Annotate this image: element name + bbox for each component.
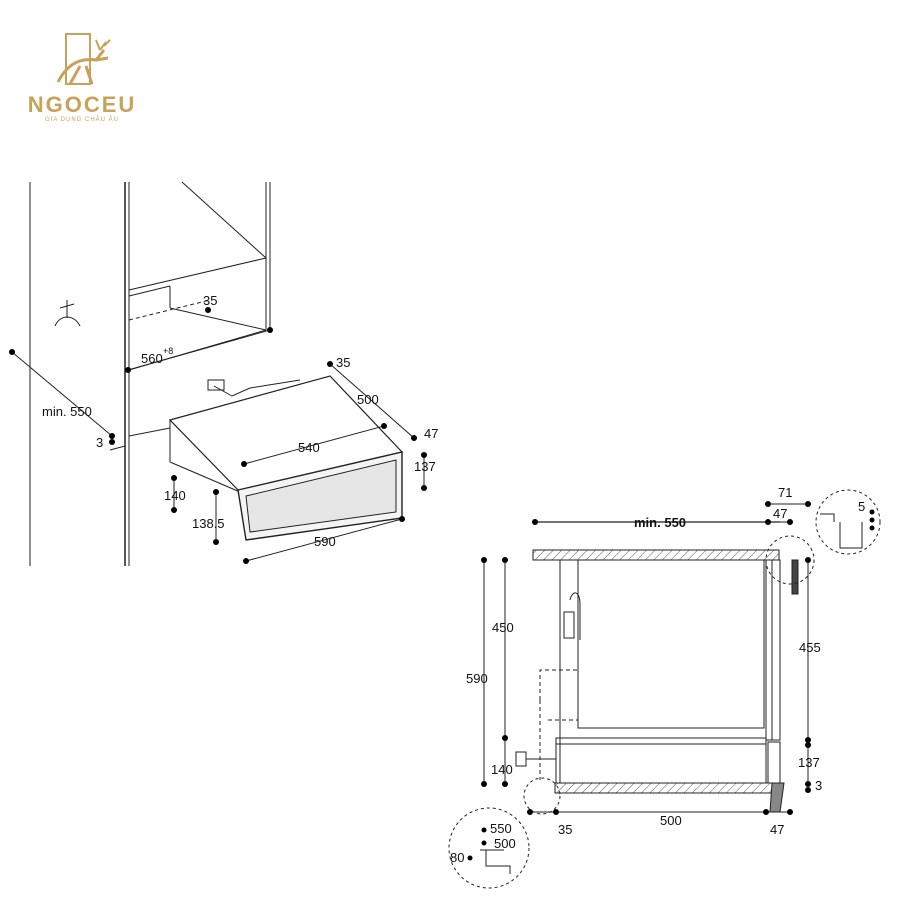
brand-logo-emblem — [56, 33, 111, 85]
shelf-back-edge — [128, 257, 267, 291]
label-140-right: 140 — [491, 762, 513, 777]
label-590-left: 590 — [314, 534, 336, 549]
label-min550-left: min. 550 — [42, 404, 92, 419]
label-560: 560 — [141, 351, 163, 366]
drawer-bottom-left — [169, 461, 241, 493]
power-cable — [213, 379, 301, 397]
drawer-handle — [769, 782, 785, 813]
shelf-front-edge — [128, 285, 171, 297]
label-450: 450 — [492, 620, 514, 635]
cable-hook — [569, 592, 581, 640]
left-dim-labels: 35 560 +8 35 500 min. 550 3 540 47 137 1… — [42, 293, 438, 549]
hook-bracket — [563, 611, 575, 639]
label-detail-550: 550 — [490, 821, 512, 836]
niche-back-line — [169, 307, 267, 331]
lower-shelf — [554, 782, 780, 794]
detail-circle-bottom — [448, 807, 530, 889]
brand-logo-tagline: GIA DỤNG CHÂU ÂU — [44, 117, 119, 123]
label-47-top: 47 — [773, 506, 787, 521]
drawer-front — [767, 741, 781, 784]
brand-logo-name: NGOCEU — [27, 92, 137, 117]
left-isometric-view — [11, 181, 425, 566]
dim-line-590 — [245, 518, 403, 562]
cable-route — [539, 669, 578, 780]
detail-ref-top — [765, 535, 815, 585]
floor-line-2 — [109, 445, 126, 451]
front-trim — [791, 559, 799, 595]
label-min550-right: min. 550 — [634, 515, 686, 530]
label-detail-80: 80 — [450, 850, 464, 865]
detail-ref-bottom — [523, 777, 561, 815]
socket-symbol — [54, 300, 81, 327]
appliance-front — [765, 559, 781, 741]
detail-top-shape — [820, 513, 863, 549]
label-500-bottom: 500 — [660, 813, 682, 828]
dim-line-560 — [127, 329, 271, 371]
appliance-body — [577, 559, 765, 729]
label-455: 455 — [799, 640, 821, 655]
label-560-sup: +8 — [163, 346, 173, 356]
label-47-bottom: 47 — [770, 822, 784, 837]
cabinet-top-edge — [181, 181, 267, 259]
label-35-right: 35 — [336, 355, 350, 370]
label-590-right: 590 — [466, 671, 488, 686]
dim-line-500 — [329, 363, 415, 439]
label-5: 5 — [858, 499, 865, 514]
socket — [515, 751, 527, 767]
label-540: 540 — [298, 440, 320, 455]
label-71: 71 — [778, 485, 792, 500]
label-35-bottom: 35 — [558, 822, 572, 837]
right-section-view — [448, 489, 881, 889]
drawer-front-inset — [245, 459, 397, 533]
label-500: 500 — [357, 392, 379, 407]
upper-shelf — [532, 549, 780, 561]
label-137-left: 137 — [414, 459, 436, 474]
dim-line-min550 — [11, 351, 113, 437]
right-dim-dots — [467, 501, 875, 861]
dim-line-540 — [243, 425, 385, 465]
label-47-left: 47 — [424, 426, 438, 441]
detail-bottom-shape — [480, 849, 511, 874]
left-dim-dots — [9, 307, 427, 564]
right-dim-labels: 71 47 min. 550 5 450 590 455 140 137 3 3… — [450, 485, 865, 865]
power-plug — [207, 379, 225, 391]
drawer-body — [555, 737, 767, 784]
detail-circle-top — [815, 489, 881, 555]
label-detail-500: 500 — [494, 836, 516, 851]
label-3-left: 3 — [96, 435, 103, 450]
label-140-left: 140 — [164, 488, 186, 503]
label-137-right: 137 — [798, 755, 820, 770]
floor-line-1 — [128, 427, 171, 437]
label-35-top: 35 — [203, 293, 217, 308]
label-3-right: 3 — [815, 778, 822, 793]
label-138-5: 138.5 — [192, 516, 225, 531]
